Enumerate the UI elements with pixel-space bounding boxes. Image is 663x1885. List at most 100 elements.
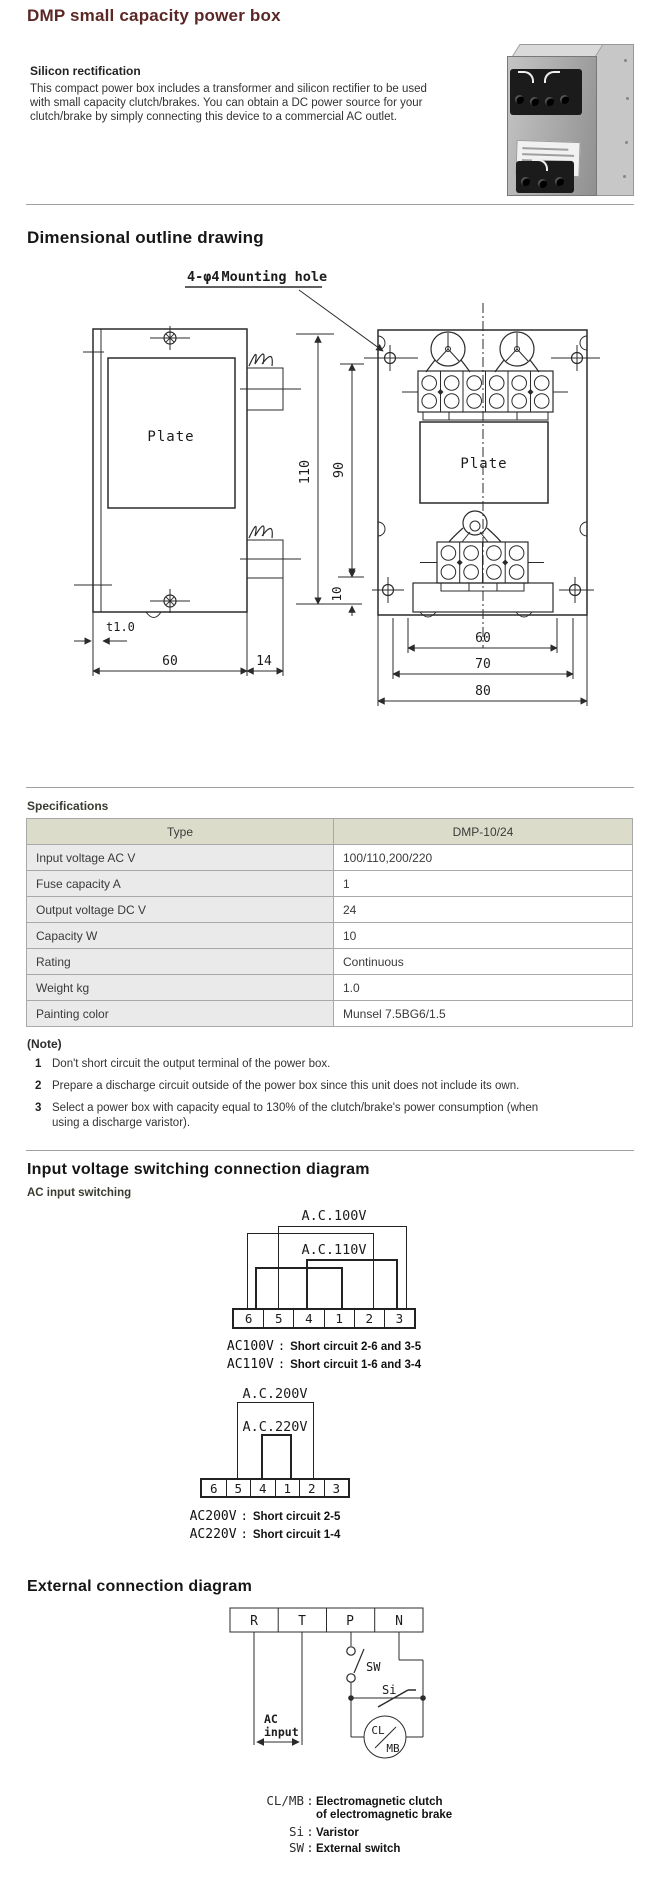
legend-term: CL/MB [266,1793,304,1808]
spec-value: 1 [333,870,633,897]
front-view: Plate [364,303,600,706]
ac-input-label-line1: AC [264,1712,278,1726]
specs-header-row: Type DMP-10/24 [26,818,633,845]
divider [26,204,634,205]
note-item-1: 1 Don't short circuit the output termina… [35,1058,330,1070]
note-text: using a discharge varistor). [52,1117,191,1129]
switch-contact-top [346,1646,356,1656]
intro-line-2: with small capacity clutch/brakes. You c… [30,97,423,109]
terminal-cell: 3 [323,1480,349,1496]
intro-line-3: clutch/brake by simply connecting this d… [30,111,397,123]
legend-row-clmb: CL/MB : Electromagnetic clutch [240,1793,452,1809]
jumper-2-5 [237,1402,314,1479]
dim-front-60: 60 [475,631,491,646]
side-plate-label: Plate [147,429,194,445]
fuse-holders [425,331,540,373]
switch-contact-bottom [346,1673,356,1683]
note-text: Prepare a discharge circuit outside of t… [52,1080,520,1092]
table-row: Weight kg 1.0 [26,974,633,1001]
specs-header-type: Type [26,818,334,845]
intro-line-1: This compact power box includes a transf… [30,83,427,95]
section-external-heading: External connection diagram [27,1578,253,1595]
dim-thickness: t1.0 [106,620,135,634]
table-row: Input voltage AC V 100/110,200/220 [26,844,633,871]
note-number: 3 [35,1102,42,1114]
switch-lever [353,1648,365,1674]
legend-row-si: Si : Varistor [240,1824,452,1840]
divider [26,787,634,788]
legend-desc: Varistor [316,1827,359,1839]
jumper-3-4 [306,1259,398,1310]
caption-ac100v: AC100V : Short circuit 2-6 and 3-5 [226,1339,422,1354]
dim-height-bottom: 10 [329,586,344,601]
section-input-switching-heading: Input voltage switching connection diagr… [27,1161,370,1178]
spec-label: Input voltage AC V [26,844,334,871]
spec-label: Capacity W [26,922,334,949]
note-text: Select a power box with capacity equal t… [52,1102,539,1114]
legend-desc: of electromagnetic brake [316,1808,453,1821]
diagram2-label-ac200v: A.C.200V [242,1386,308,1402]
terminal-cell: 5 [263,1310,293,1327]
page-title: DMP small capacity power box [27,6,281,25]
divider [26,1150,634,1151]
terminal-cell: 6 [244,1311,253,1326]
table-row: Fuse capacity A 1 [26,870,633,897]
dim-left-width: 60 [162,654,178,669]
terminal-strip-1: 6 5 4 1 2 3 [232,1308,416,1329]
legend-term: Si [288,1824,304,1839]
spec-value: Continuous [333,948,633,975]
terminal-cell: 5 [225,1480,251,1496]
legend-row-clmb-2: of electromagnetic brake [240,1809,452,1825]
si-label: Si [382,1683,396,1697]
clutch-brake-load [363,1715,407,1759]
product-photo [505,42,634,198]
diagram2-captions: AC200V : Short circuit 2-5 AC220V : Shor… [45,1509,485,1542]
dim-height-total: 110 [297,460,313,484]
terminal-cell: 1 [274,1480,300,1496]
table-row: Rating Continuous [26,948,633,975]
spec-label: Weight kg [26,974,334,1001]
specs-header-model: DMP-10/24 [333,818,633,845]
ac-input-label-line2: input [264,1725,299,1739]
note-number: 2 [35,1080,42,1092]
dim-left-depth: 14 [256,654,272,669]
section-dimensional-heading: Dimensional outline drawing [27,228,264,247]
legend-desc: Electromagnetic clutch [316,1796,443,1808]
caption-ac200v: AC200V : Short circuit 2-5 [189,1509,341,1524]
bottom-terminal-block [412,510,554,618]
external-legend: CL/MB : Electromagnetic clutch of electr… [240,1793,452,1855]
mb-label: MB [386,1742,400,1755]
note-heading: (Note) [27,1037,62,1051]
dim-front-80: 80 [475,684,491,699]
mounting-hole-arrow [298,289,384,352]
front-view-dimensions: 60 70 80 [377,615,588,706]
top-terminal-block [402,370,568,421]
front-plate-label: Plate [460,456,507,472]
spec-value: 10 [333,922,633,949]
spec-value: 1.0 [333,974,633,1001]
caption-ac110v: AC110V : Short circuit 1-6 and 3-4 [226,1357,422,1372]
spec-value: Munsel 7.5BG6/1.5 [333,1000,633,1027]
terminal-cell: 2 [353,1310,384,1327]
jumper-1-4 [261,1434,292,1480]
photo-terminal-block-bottom [516,159,574,193]
intro-heading: Silicon rectification [30,64,141,78]
diagram1-captions: AC100V : Short circuit 2-6 and 3-5 AC110… [104,1339,544,1372]
terminal-t: T [298,1614,306,1629]
legend-row-sw: SW : External switch [240,1840,452,1856]
varistor-symbol [377,1689,409,1708]
jumper-2-6 [247,1233,374,1309]
dim-height-inner: 90 [331,462,347,478]
terminal-p: P [346,1614,354,1629]
terminal-cell: 2 [299,1480,324,1496]
cl-label: CL [371,1724,385,1737]
diagram1-label-ac110v: A.C.110V [301,1242,367,1258]
note-item-3-line-2: using a discharge varistor). [52,1117,190,1129]
dim-front-70: 70 [475,657,491,672]
spec-label: Rating [26,948,334,975]
caption-ac220v: AC220V : Short circuit 1-4 [189,1527,341,1542]
legend-term: SW [288,1839,304,1855]
